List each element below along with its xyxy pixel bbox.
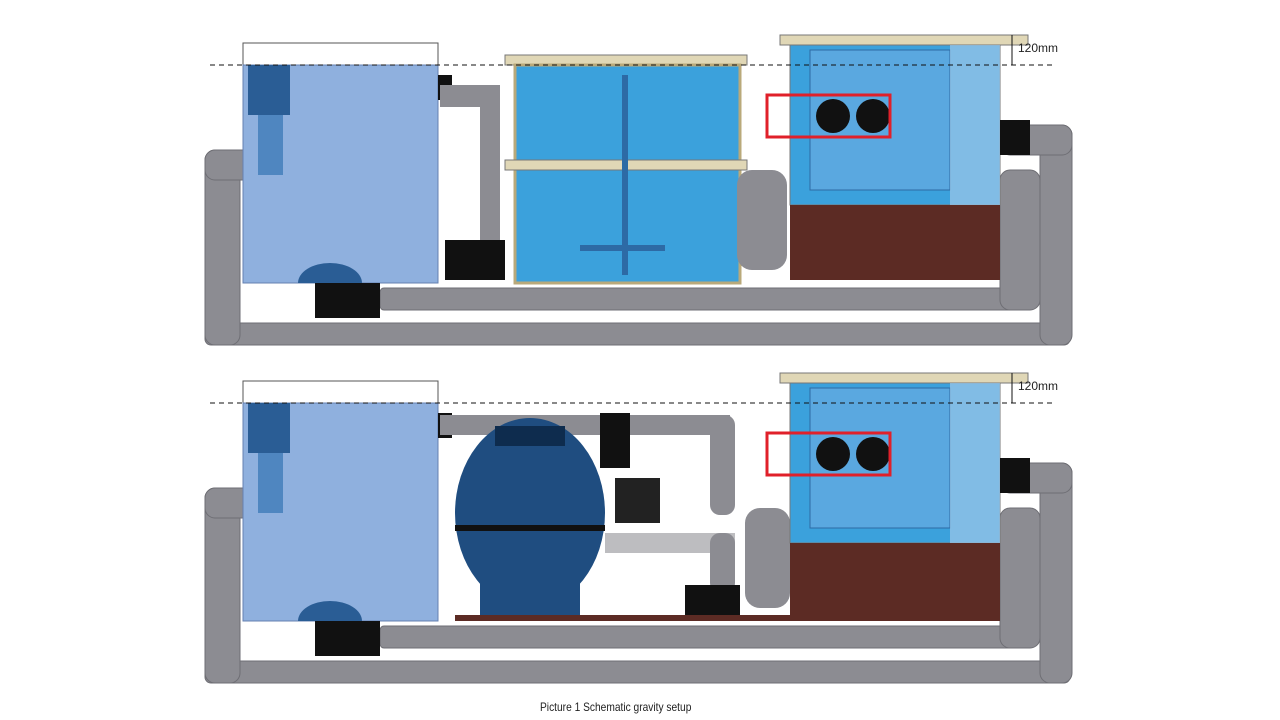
bottom-panel xyxy=(204,371,1073,684)
figure-caption: Picture 1 Schematic gravity setup xyxy=(540,700,692,714)
uv-clarifier xyxy=(600,413,630,468)
dimension-label-bottom: 120mm xyxy=(1018,379,1059,393)
top-panel xyxy=(204,33,1073,346)
pump xyxy=(685,585,740,615)
dimension-label-top: 120mm xyxy=(1018,41,1059,55)
multiport-valve xyxy=(615,478,660,523)
pump xyxy=(445,240,505,280)
